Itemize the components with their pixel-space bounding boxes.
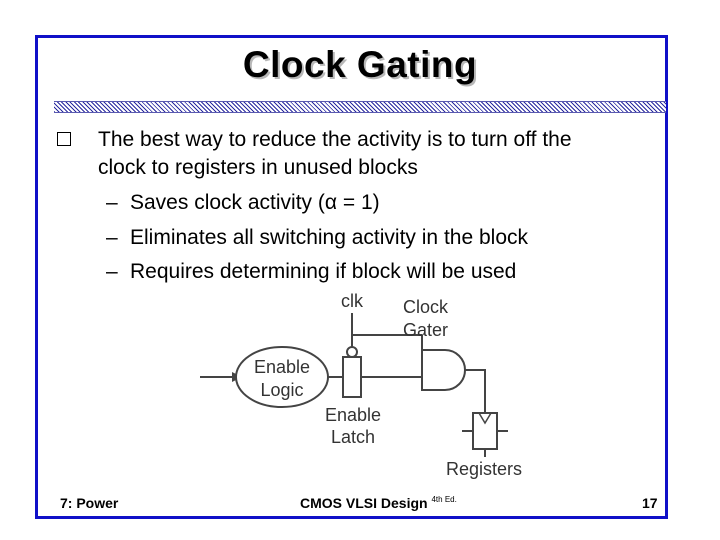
footer-course: CMOS VLSI Design 4th Ed. bbox=[300, 495, 457, 511]
enable-logic-label-1: Enable bbox=[254, 357, 310, 377]
sub-bullet-1: Saves clock activity (α = 1) bbox=[130, 191, 380, 214]
footer-edition: 4th Ed. bbox=[431, 495, 457, 504]
sub-bullet-dash: – bbox=[106, 260, 118, 283]
sub-bullet-2: Eliminates all switching activity in the… bbox=[130, 226, 528, 249]
clock-gater-label-1: Clock bbox=[403, 297, 449, 317]
bullet-main-line1: The best way to reduce the activity is t… bbox=[98, 128, 572, 151]
slide-title: Clock Gating bbox=[242, 44, 478, 85]
page-number: 17 bbox=[642, 495, 658, 511]
sub-bullet-dash: – bbox=[106, 191, 118, 214]
slide-frame bbox=[35, 35, 668, 519]
clock-gating-diagram: Enable Logic clk Clock Gater Enable Latc… bbox=[200, 291, 522, 479]
enable-latch-label-2: Latch bbox=[331, 427, 375, 447]
enable-latch bbox=[342, 356, 362, 398]
registers-label: Registers bbox=[446, 459, 522, 479]
sub-bullet-3: Requires determining if block will be us… bbox=[130, 260, 517, 283]
register-block bbox=[472, 412, 498, 450]
inversion-bubble bbox=[346, 346, 358, 358]
title-divider bbox=[54, 101, 666, 113]
checkbox-bullet-icon bbox=[57, 132, 71, 146]
enable-logic-label-2: Logic bbox=[260, 380, 303, 400]
footer-course-title: CMOS VLSI Design bbox=[300, 495, 428, 511]
clk-label: clk bbox=[341, 291, 364, 311]
bullet-main-line2: clock to registers in unused blocks bbox=[98, 156, 418, 179]
footer-section: 7: Power bbox=[60, 495, 119, 511]
sub-bullet-dash: – bbox=[106, 226, 118, 249]
enable-latch-label-1: Enable bbox=[325, 405, 381, 425]
clock-input-triangle-icon bbox=[477, 412, 493, 425]
and-gate bbox=[421, 349, 466, 391]
clock-gater-label-2: Gater bbox=[403, 320, 448, 340]
